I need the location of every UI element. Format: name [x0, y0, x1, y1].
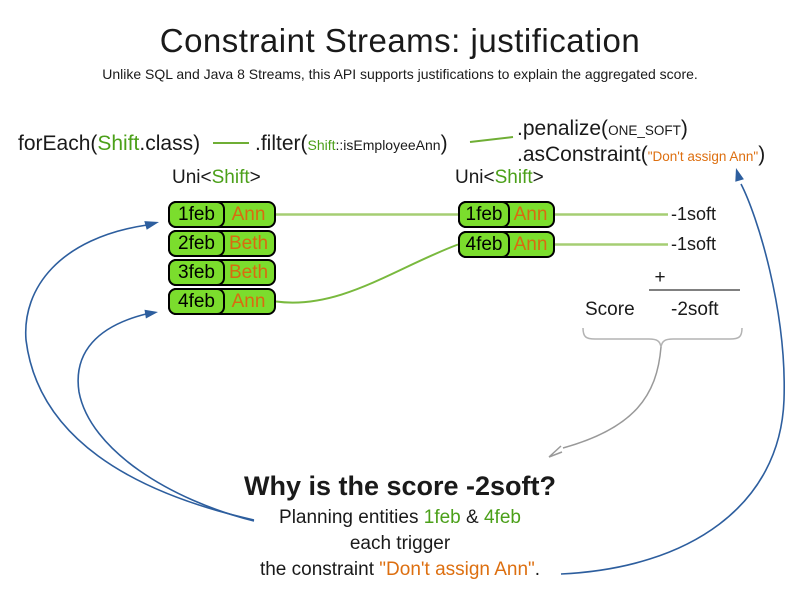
shift-employee-cell: Beth — [228, 261, 269, 283]
code-asconstraint-pre: .asConstraint( — [517, 143, 648, 166]
left-stream-row-2feb: 2feb Beth — [168, 230, 276, 257]
blue-arrowhead-constraint — [735, 168, 744, 182]
score-label: Score — [585, 299, 635, 320]
shift-date-cell: 2feb — [168, 230, 225, 257]
explanation-line3: the constraint "Don't assign Ann". — [259, 559, 541, 580]
code-penalize-pre: .penalize( — [517, 117, 609, 140]
code-asconstraint: .asConstraint("Don't assign Ann") — [517, 143, 765, 169]
code-filter-class: Shift — [307, 137, 336, 153]
entity-1feb: 1feb — [423, 507, 461, 528]
code-foreach-post: .class) — [139, 132, 201, 155]
gray-arrow-to-heading — [562, 346, 662, 449]
entity-4feb: 4feb — [483, 507, 521, 528]
right-stream-row-4feb: 4feb Ann — [458, 231, 555, 258]
shift-date-cell: 1feb — [168, 201, 225, 228]
plus-sign: + — [654, 267, 666, 288]
left-stream-type-label: Uni<Shift> — [172, 167, 261, 188]
blue-arrowhead-1feb — [144, 221, 159, 230]
constraint-name: "Don't assign Ann" — [379, 559, 535, 580]
code-filter-pre: .filter( — [255, 132, 308, 155]
shift-date-cell: 3feb — [168, 259, 225, 286]
connector-filter-penalize — [469, 136, 514, 143]
shift-employee-cell: Beth — [228, 232, 269, 254]
code-foreach: forEach(Shift.class) — [18, 132, 200, 156]
page-subtitle: Unlike SQL and Java 8 Streams, this API … — [102, 66, 698, 82]
blue-arrow-to-1feb — [24, 224, 255, 521]
page-title: Constraint Streams: justification — [159, 22, 641, 59]
blue-arrowhead-4feb — [144, 309, 158, 319]
shift-employee-cell: Ann — [231, 290, 266, 312]
blue-arrow-to-constraint — [560, 183, 785, 575]
left-stream-row-3feb: 3feb Beth — [168, 259, 276, 286]
code-penalize-post: ) — [680, 117, 688, 140]
code-filter-post: ) — [440, 132, 448, 155]
left-stream-row-4feb: 4feb Ann — [168, 288, 276, 315]
shift-date-cell: 4feb — [168, 288, 225, 315]
penalty-1feb: -1soft — [671, 204, 717, 224]
explanation-heading: Why is the score -2soft? — [243, 471, 557, 501]
code-foreach-pre: forEach( — [18, 132, 98, 155]
score-brace — [582, 327, 743, 348]
shift-employee-cell: Ann — [231, 203, 266, 225]
shift-date-cell: 1feb — [458, 201, 510, 228]
explanation-line1: Planning entities 1feb & 4feb — [279, 507, 521, 528]
penalty-4feb: -1soft — [671, 234, 717, 254]
score-value: -2soft — [671, 299, 719, 320]
blue-arrow-to-4feb — [77, 313, 255, 522]
connector-4feb-rows — [275, 243, 459, 304]
right-stream-type-label: Uni<Shift> — [455, 167, 544, 188]
code-asconstraint-arg: "Don't assign Ann" — [647, 149, 759, 164]
shift-employee-cell: Ann — [513, 233, 548, 255]
code-filter-method: ::isEmployeeAnn — [335, 137, 441, 153]
right-stream-row-1feb: 1feb Ann — [458, 201, 555, 228]
code-penalize-arg: ONE_SOFT — [608, 123, 681, 138]
code-foreach-class: Shift — [97, 132, 140, 155]
code-penalize: .penalize(ONE_SOFT) — [517, 117, 688, 143]
code-asconstraint-post: ) — [758, 143, 766, 166]
shift-employee-cell: Ann — [513, 203, 548, 225]
explanation-line2: each trigger — [349, 533, 451, 554]
code-filter: .filter(Shift::isEmployeeAnn) — [255, 132, 448, 157]
shift-date-cell: 4feb — [458, 231, 510, 258]
left-stream-row-1feb: 1feb Ann — [168, 201, 276, 228]
gray-arrowhead — [548, 445, 563, 458]
